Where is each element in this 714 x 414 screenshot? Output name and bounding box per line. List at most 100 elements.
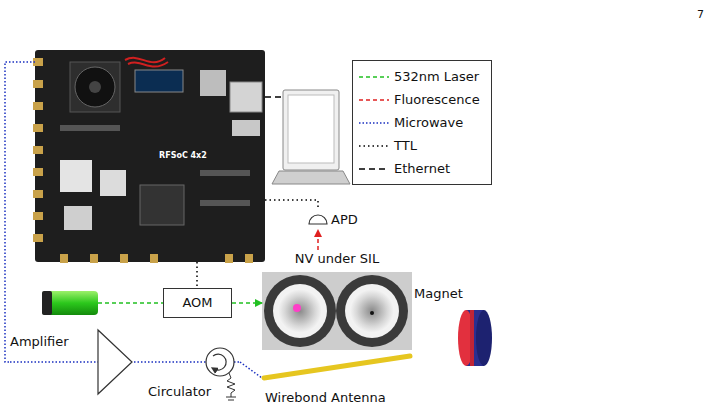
- legend-label: Microwave: [394, 115, 463, 130]
- laptop-screen-frame: [283, 90, 339, 170]
- drawing-part: [33, 80, 43, 88]
- drawing-part: [33, 212, 43, 220]
- drawing-part: [33, 234, 43, 242]
- legend-entry: Fluorescence: [359, 88, 485, 111]
- fan-wires: [125, 58, 168, 67]
- nv-sample: NV under SIL: [262, 250, 412, 350]
- magnet-drawing: [458, 310, 492, 366]
- magnet-north: [458, 310, 474, 366]
- ttl-line: [265, 200, 318, 210]
- laptop-screen: [288, 95, 334, 163]
- laptop: [265, 90, 350, 184]
- microwave-line: [5, 62, 35, 362]
- microwave-sample: [359, 122, 389, 124]
- node-label: NV under SIL: [292, 251, 382, 267]
- laser-beam: [232, 302, 262, 304]
- node-label: Magnet: [414, 286, 463, 302]
- microwave-sample: [359, 118, 389, 128]
- usb-port: [232, 120, 260, 136]
- ethernet-port: [230, 82, 262, 112]
- magnet: Magnet: [414, 282, 496, 370]
- legend-box: 532nm LaserFluorescenceMicrowaveTTL Ether…: [352, 60, 492, 185]
- circulator-circle: [206, 348, 234, 376]
- heatsink: [60, 160, 92, 192]
- legend-label: 532nm Laser: [394, 69, 479, 84]
- microwave-wire: [148, 361, 206, 363]
- legend-entry: 532nm Laser: [359, 65, 485, 88]
- ethernet-sample: [359, 164, 389, 174]
- drawing-part: [150, 254, 158, 263]
- header: [60, 125, 120, 131]
- sil-lens: [345, 284, 399, 338]
- fluorescence-sample: [359, 95, 389, 105]
- legend-label: Ethernet: [394, 161, 450, 176]
- fan-frame: [70, 62, 120, 112]
- drawing-part: [225, 254, 233, 263]
- legend-entry: Ethernet: [359, 157, 485, 180]
- drawing-part: [33, 168, 43, 176]
- drawing-part: [33, 124, 43, 132]
- fluorescence-beam: [317, 230, 319, 250]
- ethernet-sample: [359, 168, 389, 170]
- nv-center: [293, 304, 301, 312]
- node-label: RFSoC 4x2: [159, 150, 207, 161]
- page-number: 7: [697, 8, 704, 21]
- amplifier-symbol: [10, 330, 132, 394]
- laser-body: [42, 291, 98, 315]
- heatsink: [100, 170, 126, 196]
- circulator-arrow: [213, 354, 226, 370]
- board-pcb: [35, 50, 265, 262]
- nv-image: [262, 272, 412, 350]
- magnet-band: [470, 310, 474, 366]
- legend-label: Fluorescence: [394, 92, 480, 107]
- microwave-line: [240, 362, 262, 378]
- fpga-board: RFSoC 4x2: [35, 50, 265, 262]
- fan-hub: [89, 81, 101, 93]
- ethernet-cable: [265, 96, 283, 97]
- photodiode: APD: [306, 210, 370, 230]
- sil-lens: [350, 289, 394, 333]
- node-label: AOM: [182, 295, 212, 311]
- legend-entry: Microwave: [359, 111, 485, 134]
- drawing-part: [60, 254, 68, 263]
- laser: [42, 291, 163, 315]
- nv-spot: [370, 311, 374, 315]
- drawing-part: [90, 254, 98, 263]
- sil-lens: [273, 284, 327, 338]
- drawing-part: [33, 190, 43, 198]
- ttl-sample: [359, 141, 389, 151]
- drawing-part: [33, 102, 43, 110]
- node-label: APD: [331, 212, 358, 228]
- sil-lens: [278, 289, 322, 333]
- photodiode-symbol: [309, 215, 327, 224]
- sil-ring: [336, 275, 408, 347]
- laser-cap: [42, 291, 52, 315]
- chip: [140, 185, 184, 225]
- magnet-south: [476, 310, 492, 366]
- header: [200, 200, 250, 206]
- header: [200, 170, 250, 176]
- legend-label: TTL: [394, 138, 417, 153]
- fpga-board: [33, 50, 265, 263]
- ttl-sample: [359, 145, 389, 147]
- microwave-wire: [10, 361, 98, 363]
- aom-box: AOM: [163, 288, 232, 318]
- fan: [75, 67, 115, 107]
- sma-connectors: [33, 58, 253, 263]
- sil-ring: [264, 275, 336, 347]
- laser-sample: [359, 72, 389, 82]
- ttl-line: [196, 262, 198, 288]
- oled-display: [135, 70, 183, 92]
- microwave-line: [134, 361, 148, 363]
- drawing-part: [33, 146, 43, 154]
- microwave-wire: [234, 361, 240, 363]
- wirebond-antenna: Wirebond Antenna: [262, 352, 414, 412]
- node-label: Circulator: [148, 384, 211, 400]
- wirebond-antenna: [264, 356, 410, 378]
- circulator: Circulator: [148, 344, 240, 406]
- node-label: Wirebond Antenna: [265, 390, 386, 406]
- connector: [200, 70, 226, 96]
- drawing-part: [245, 254, 253, 263]
- heatsink: [64, 206, 92, 230]
- micrograph: [262, 272, 412, 350]
